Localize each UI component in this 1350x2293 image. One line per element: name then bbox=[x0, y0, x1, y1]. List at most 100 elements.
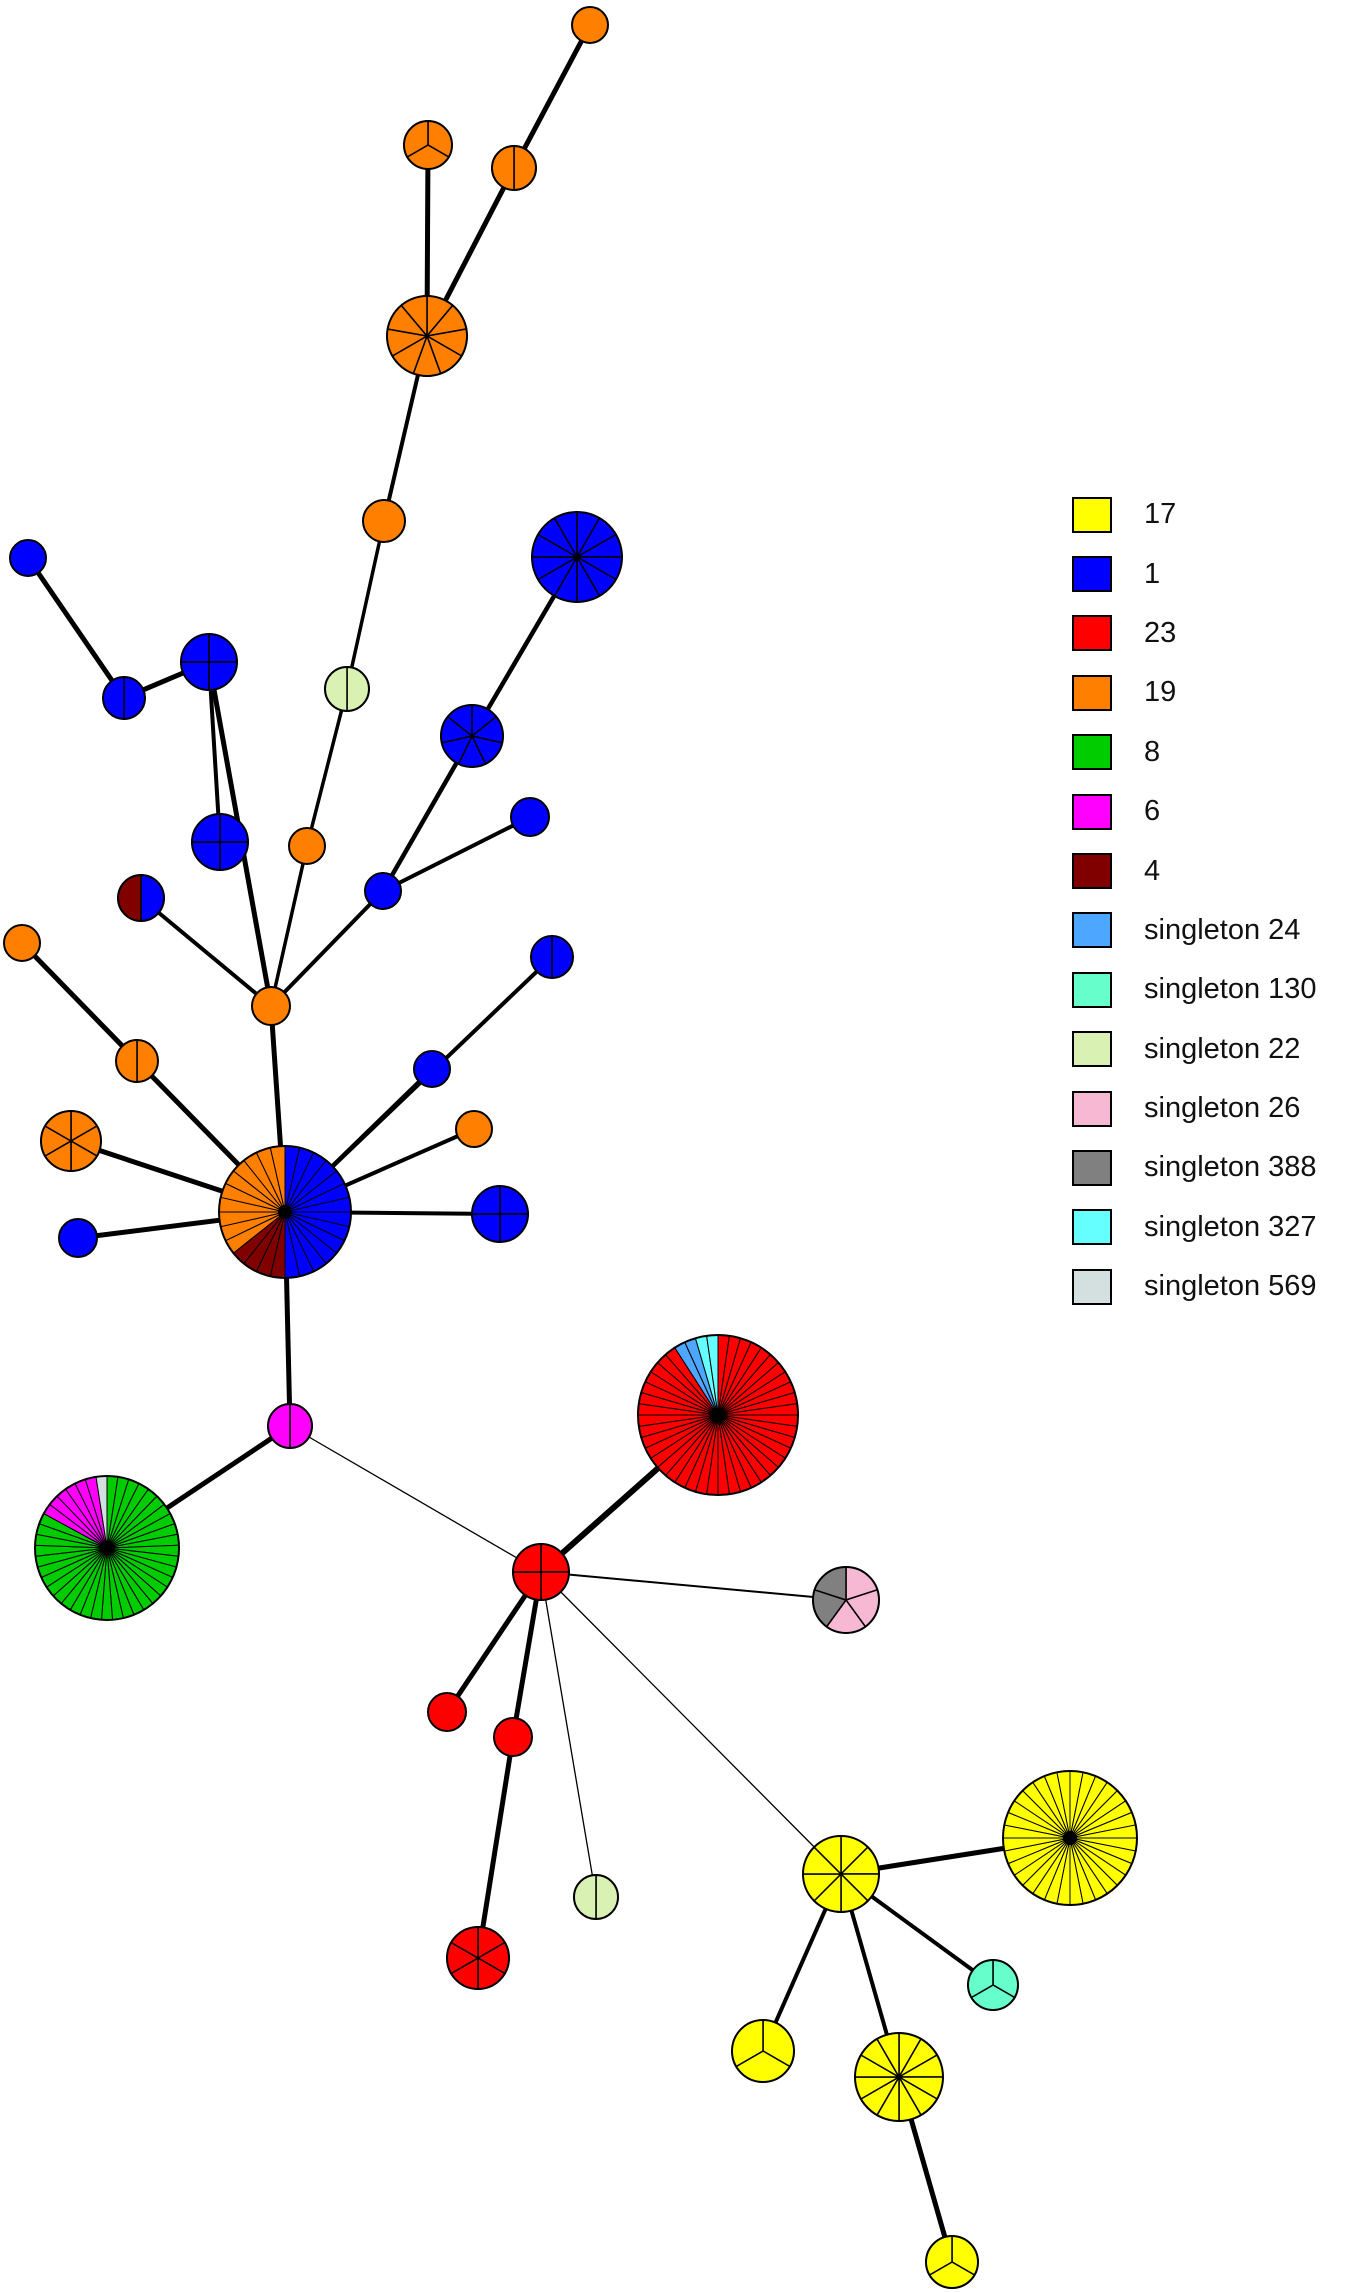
node-center bbox=[711, 1408, 725, 1422]
node-slice bbox=[117, 874, 142, 922]
legend-label: singleton 388 bbox=[1144, 1151, 1317, 1184]
tree-edge bbox=[511, 22, 593, 171]
node-outline bbox=[180, 633, 238, 691]
legend-item-singleton-26: singleton 26 bbox=[1072, 1079, 1350, 1138]
legend-swatch bbox=[1072, 971, 1112, 1008]
tree-nodes bbox=[3, 6, 1138, 2289]
legend-item-4: 4 bbox=[1072, 841, 1350, 900]
tree-node bbox=[3, 924, 41, 962]
node-slice bbox=[9, 539, 47, 577]
legend-label: singleton 130 bbox=[1144, 973, 1317, 1006]
tree-edge bbox=[139, 896, 273, 1008]
tree-node bbox=[1002, 1770, 1138, 1906]
legend-label: singleton 24 bbox=[1144, 913, 1301, 946]
legend-item-1: 1 bbox=[1072, 544, 1350, 603]
legend-label: 4 bbox=[1144, 854, 1161, 887]
node-outline bbox=[191, 813, 249, 871]
node-slice bbox=[551, 935, 574, 979]
tree-edge bbox=[25, 555, 127, 701]
legend-label: singleton 327 bbox=[1144, 1210, 1317, 1243]
node-outline bbox=[34, 1475, 180, 1621]
tree-edge bbox=[269, 844, 309, 1008]
node-slice bbox=[510, 797, 550, 837]
node-outline bbox=[530, 935, 574, 979]
node-outline bbox=[1002, 1770, 1138, 1906]
node-slice bbox=[571, 6, 609, 44]
tree-node bbox=[530, 935, 574, 979]
node-outline bbox=[40, 1110, 102, 1172]
legend-label: singleton 26 bbox=[1144, 1092, 1301, 1125]
legend-item-8: 8 bbox=[1072, 723, 1350, 782]
node-outline bbox=[925, 2235, 979, 2289]
legend-swatch bbox=[1072, 1031, 1112, 1068]
node-slice bbox=[288, 827, 326, 865]
legend-item-6: 6 bbox=[1072, 782, 1350, 841]
legend-swatch bbox=[1072, 674, 1112, 711]
tree-edge bbox=[19, 940, 140, 1064]
tree-node bbox=[491, 145, 537, 191]
legend-item-singleton-24: singleton 24 bbox=[1072, 901, 1350, 960]
node-slice bbox=[595, 1874, 619, 1920]
tree-edge bbox=[540, 1571, 597, 1898]
tree-node bbox=[403, 120, 453, 170]
tree-node bbox=[267, 1403, 313, 1449]
tree-node bbox=[471, 1185, 529, 1243]
node-outline bbox=[573, 1874, 619, 1920]
tree-node bbox=[9, 539, 47, 577]
legend-item-19: 19 bbox=[1072, 663, 1350, 722]
node-slice bbox=[455, 1110, 493, 1148]
tree-node bbox=[218, 1145, 352, 1279]
node-slice bbox=[346, 666, 370, 712]
node-outline bbox=[471, 1185, 529, 1243]
node-outline bbox=[446, 1926, 510, 1990]
node-outline bbox=[531, 511, 623, 603]
tree-node bbox=[455, 1110, 493, 1148]
node-slice bbox=[362, 499, 406, 543]
legend-item-singleton-22: singleton 22 bbox=[1072, 1020, 1350, 1079]
node-outline bbox=[967, 1959, 1019, 2011]
legend-item-singleton-388: singleton 388 bbox=[1072, 1138, 1350, 1197]
node-outline bbox=[324, 666, 370, 712]
legend-swatch bbox=[1072, 793, 1112, 830]
legend: 17 1 23 19 8 6 4 singleton 24 singleton … bbox=[1072, 485, 1350, 1316]
tree-node bbox=[573, 1874, 619, 1920]
tree-edge bbox=[540, 1571, 847, 1601]
legend-item-singleton-327: singleton 327 bbox=[1072, 1198, 1350, 1257]
tree-node bbox=[802, 1835, 880, 1913]
tree-node bbox=[510, 797, 550, 837]
node-slice bbox=[413, 1050, 451, 1088]
node-slice bbox=[364, 872, 402, 910]
tree-edge bbox=[305, 687, 349, 848]
tree-edge bbox=[345, 519, 386, 691]
node-outline bbox=[637, 1334, 799, 1496]
node-outline bbox=[854, 2032, 944, 2122]
tree-node bbox=[427, 1692, 467, 1732]
legend-swatch bbox=[1072, 734, 1112, 771]
node-center bbox=[100, 1541, 114, 1555]
tree-node bbox=[637, 1334, 799, 1496]
tree-node bbox=[967, 1959, 1019, 2011]
node-outline bbox=[403, 120, 453, 170]
tree-node bbox=[362, 499, 406, 543]
tree-node bbox=[364, 872, 402, 910]
tree-node bbox=[531, 511, 623, 603]
node-slice bbox=[493, 1717, 533, 1757]
node-outline bbox=[117, 874, 165, 922]
legend-swatch bbox=[1072, 912, 1112, 949]
node-slice bbox=[491, 145, 515, 191]
tree-node bbox=[288, 827, 326, 865]
tree-edge bbox=[207, 660, 222, 844]
node-outline bbox=[386, 295, 468, 377]
node-slice bbox=[513, 145, 537, 191]
node-slice bbox=[123, 676, 146, 720]
tree-node bbox=[58, 1218, 98, 1258]
tree-edge bbox=[475, 1734, 516, 1961]
tree-node bbox=[324, 666, 370, 712]
tree-edge bbox=[381, 815, 532, 893]
tree-node bbox=[115, 1039, 159, 1083]
node-slice bbox=[573, 1874, 597, 1920]
tree-node bbox=[925, 2235, 979, 2289]
tree-node bbox=[40, 1110, 102, 1172]
tree-node bbox=[446, 1926, 510, 1990]
node-outline bbox=[115, 1039, 159, 1083]
